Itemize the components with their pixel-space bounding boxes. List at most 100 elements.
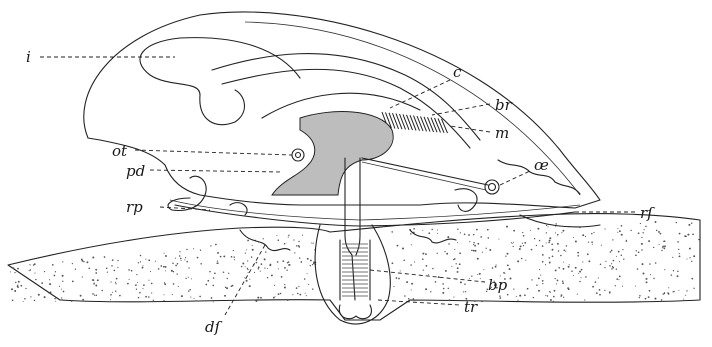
label-pd: pd bbox=[126, 162, 145, 180]
stipple-dot bbox=[561, 232, 562, 233]
stipple-dot bbox=[457, 228, 458, 229]
stipple-dot bbox=[630, 230, 631, 231]
stipple-dot bbox=[119, 295, 121, 297]
stipple-dot bbox=[254, 272, 255, 273]
stipple-dot bbox=[611, 250, 613, 252]
stipple-dot bbox=[24, 298, 26, 300]
stipple-dot bbox=[94, 282, 95, 283]
stipple-dot bbox=[588, 260, 590, 262]
stipple-dot bbox=[214, 272, 216, 274]
stipple-dot bbox=[517, 300, 518, 301]
stipple-dot bbox=[513, 242, 514, 243]
stipple-dot bbox=[617, 228, 618, 229]
stipple-dot bbox=[560, 255, 562, 257]
stipple-dot bbox=[165, 270, 166, 271]
stipple-dot bbox=[655, 221, 657, 223]
stipple-dot bbox=[513, 246, 514, 247]
stipple-dot bbox=[425, 288, 427, 290]
stipple-dot bbox=[677, 241, 679, 243]
stipple-dot bbox=[160, 265, 162, 267]
stipple-dot bbox=[194, 298, 195, 299]
stipple-dot bbox=[463, 291, 464, 292]
stipple-dot bbox=[210, 245, 211, 246]
stipple-dot bbox=[83, 261, 84, 262]
stipple-dot bbox=[179, 251, 180, 252]
stipple-dot bbox=[148, 280, 149, 281]
stipple-dot bbox=[188, 290, 189, 291]
stipple-dot bbox=[425, 253, 427, 255]
stipple-dot bbox=[136, 289, 137, 290]
stipple-dot bbox=[679, 255, 681, 257]
stipple-dot bbox=[20, 285, 22, 287]
stipple-dot bbox=[507, 265, 509, 267]
stipple-dot bbox=[129, 279, 130, 280]
stipple-dot bbox=[430, 291, 431, 292]
proboscis-left-lobe bbox=[230, 203, 247, 215]
stipple-dot bbox=[14, 290, 16, 292]
stipple-dot bbox=[635, 254, 637, 256]
stipple-dot bbox=[142, 267, 144, 269]
stipple-dot bbox=[623, 259, 624, 260]
stipple-dot bbox=[649, 290, 651, 292]
gill-line bbox=[428, 117, 434, 132]
stipple-dot bbox=[164, 284, 166, 286]
stipple-dot bbox=[29, 270, 30, 271]
stipple-dot bbox=[604, 290, 605, 291]
oesophagus-2 bbox=[362, 162, 486, 190]
ventral-fringe bbox=[410, 230, 456, 243]
stipple-dot bbox=[94, 294, 95, 295]
stipple-dot bbox=[643, 273, 645, 275]
label-bp: bp bbox=[488, 276, 508, 294]
stipple-dot bbox=[686, 290, 687, 291]
stipple-dot bbox=[256, 262, 258, 264]
stipple-dot bbox=[660, 233, 662, 235]
stipple-dot bbox=[539, 269, 540, 270]
stipple-dot bbox=[563, 262, 564, 263]
stipple-dot bbox=[568, 266, 570, 268]
stipple-dot bbox=[180, 258, 182, 260]
stipple-dot bbox=[249, 279, 250, 280]
stipple-dot bbox=[456, 263, 457, 264]
mouth-ring-inner bbox=[489, 184, 496, 191]
stipple-dot bbox=[177, 273, 178, 274]
label-i: i bbox=[26, 48, 31, 66]
stipple-dot bbox=[549, 237, 551, 239]
stipple-dot bbox=[112, 292, 113, 293]
stipple-dot bbox=[551, 243, 553, 245]
stipple-dot bbox=[643, 229, 644, 230]
stipple-dot bbox=[542, 245, 544, 247]
stipple-dot bbox=[294, 252, 295, 253]
stipple-dot bbox=[248, 272, 249, 273]
stipple-dot bbox=[127, 283, 129, 285]
stipple-dot bbox=[672, 257, 673, 258]
stipple-dot bbox=[668, 293, 670, 295]
stipple-dot bbox=[685, 295, 686, 296]
stipple-dot bbox=[88, 267, 90, 269]
stipple-dot bbox=[487, 229, 489, 231]
stipple-dot bbox=[257, 297, 259, 299]
stipple-dot bbox=[571, 270, 573, 272]
stipple-dot bbox=[561, 294, 563, 296]
stipple-dot bbox=[642, 232, 643, 233]
stipple-dot bbox=[49, 279, 50, 280]
stipple-dot bbox=[513, 288, 514, 289]
stipple-dot bbox=[531, 279, 532, 280]
stipple-dot bbox=[575, 241, 577, 243]
stipple-dot bbox=[480, 278, 481, 279]
stipple-dot bbox=[406, 281, 408, 283]
stipple-dot bbox=[72, 263, 73, 264]
stipple-dot bbox=[573, 275, 574, 276]
stipple-dot bbox=[282, 260, 284, 262]
stipple-dot bbox=[264, 258, 266, 260]
stipple-dot bbox=[115, 290, 116, 291]
stipple-dot bbox=[44, 296, 46, 298]
stipple-dot bbox=[618, 279, 619, 280]
stipple-dot bbox=[653, 278, 654, 279]
stipple-dot bbox=[249, 285, 251, 287]
stipple-dot bbox=[577, 294, 578, 295]
stipple-dot bbox=[142, 265, 143, 266]
stipple-dot bbox=[611, 268, 612, 269]
stipple-dot bbox=[621, 255, 623, 256]
stipple-dot bbox=[246, 249, 247, 250]
